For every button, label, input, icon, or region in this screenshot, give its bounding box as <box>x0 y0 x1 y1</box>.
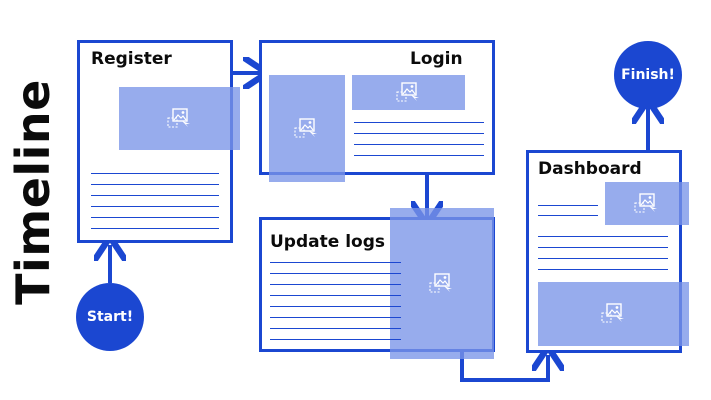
dashboard-text-line <box>538 258 668 259</box>
register-text-line <box>91 217 219 218</box>
image-placeholder-icon <box>395 81 419 102</box>
dashboard-text-line <box>538 215 598 216</box>
image-placeholder-icon <box>600 303 624 323</box>
register-image-placeholder <box>119 87 240 150</box>
update-logs-text-line <box>270 273 401 274</box>
dashboard-image-placeholder-top <box>605 182 689 225</box>
update-logs-text-line <box>270 306 401 307</box>
update-logs-text-line <box>270 295 401 296</box>
register-text-line <box>91 184 219 185</box>
login-text-line <box>354 155 484 156</box>
update-logs-text-line <box>270 317 401 318</box>
finish-node: Finish! <box>614 41 682 109</box>
dashboard-text-line <box>538 236 668 237</box>
register-card-title: Register <box>91 49 172 69</box>
dashboard-text-line <box>538 247 668 248</box>
image-placeholder-icon <box>429 272 452 293</box>
start-node: Start! <box>76 283 144 351</box>
update-logs-image-placeholder <box>390 208 494 359</box>
login-image-placeholder-left <box>269 75 345 182</box>
register-text-line <box>91 195 219 196</box>
register-text-line <box>91 228 219 229</box>
login-image-placeholder-top <box>352 75 465 110</box>
dashboard-text-line <box>538 269 668 270</box>
dashboard-image-placeholder-bottom <box>538 282 689 346</box>
update-logs-card-title: Update logs <box>270 232 385 252</box>
update-logs-text-line <box>270 262 401 263</box>
update-logs-text-line <box>270 328 401 329</box>
finish-label: Finish! <box>621 67 675 83</box>
update-logs-text-line <box>270 284 401 285</box>
dashboard-card-title: Dashboard <box>538 159 642 179</box>
image-placeholder-icon <box>634 192 657 213</box>
start-label: Start! <box>86 309 134 325</box>
update-logs-text-line <box>270 339 401 340</box>
login-card-title: Login <box>410 49 463 69</box>
image-placeholder-icon <box>166 107 190 128</box>
login-text-line <box>354 133 484 134</box>
register-text-line <box>91 206 219 207</box>
register-text-line <box>91 173 219 174</box>
login-text-line <box>354 122 484 123</box>
arrow-update-logs-to-dashboard <box>460 352 548 382</box>
image-placeholder-icon <box>294 117 317 138</box>
dashboard-text-line <box>538 205 598 206</box>
login-text-line <box>354 144 484 145</box>
